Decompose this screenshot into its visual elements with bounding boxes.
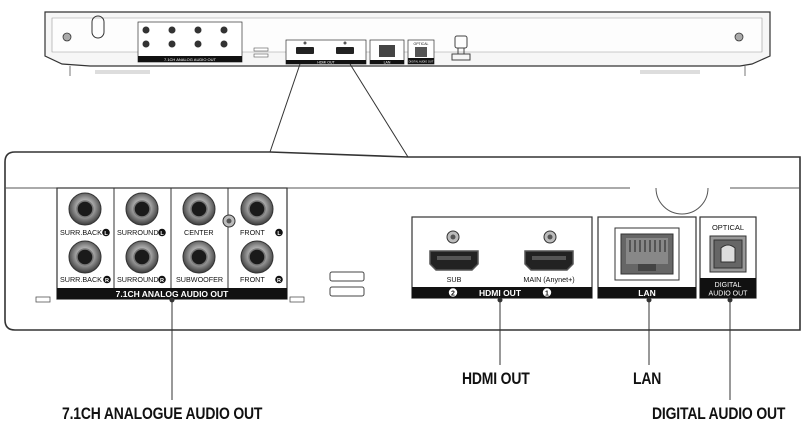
channel-mark-surround-r: R — [160, 278, 164, 284]
hdmi-main-label: MAIN (Anynet+) — [523, 275, 574, 284]
optical-port — [709, 235, 747, 273]
channel-mark-icon: L — [275, 228, 283, 237]
hdmi-port-sub — [429, 250, 479, 271]
hdmi-number-one: 1 — [545, 291, 549, 298]
label-front-l: FRONT — [240, 228, 265, 237]
optical-footer-line2: AUDIO OUT — [709, 291, 749, 298]
device-overview: 7.1CH ANALOG AUDIO OUT HDMI OUT LAN OPTI… — [44, 11, 771, 158]
label-front-r: FRONT — [240, 275, 265, 284]
device-lan-caption: LAN — [384, 61, 391, 65]
label-surr-back-r: SURR.BACK — [60, 275, 102, 284]
hdmi-sub-label: SUB — [447, 275, 462, 284]
channel-mark-icon: L — [102, 228, 110, 237]
label-center: CENTER — [184, 228, 214, 237]
channel-mark-surr-back-r: R — [105, 278, 109, 284]
hdmi-out-section: HDMI OUT 2 1 SUB MAIN (Anynet+) — [411, 216, 593, 299]
power-plug-icon — [451, 35, 471, 61]
device-hdmi-caption: HDMI OUT — [317, 61, 335, 65]
channel-mark-icon: L — [158, 228, 166, 237]
screw-icon — [446, 230, 460, 244]
rca-jack-subwoofer — [182, 240, 216, 274]
callout-lines — [169, 297, 733, 400]
lan-footer-label: LAN — [638, 288, 655, 298]
channel-mark-icon: R — [275, 275, 283, 284]
device-analog-caption: 7.1CH ANALOG AUDIO OUT — [164, 57, 217, 62]
rca-jack-surround-l — [125, 192, 159, 226]
label-surr-back-l: SURR.BACK — [60, 228, 102, 237]
analog-section-title: 7.1CH ANALOG AUDIO OUT — [116, 289, 230, 299]
lan-section: LAN — [597, 216, 697, 299]
rca-jack-front-r — [240, 240, 274, 274]
label-surround-l: SURROUND — [117, 228, 159, 237]
rca-jack-front-l — [240, 192, 274, 226]
screw-icon — [62, 32, 72, 42]
callout-lan: LAN — [633, 369, 662, 388]
channel-mark-icon: R — [158, 275, 166, 284]
screw-icon — [222, 214, 236, 228]
analog-audio-out-section: 7.1CH ANALOG AUDIO OUT — [56, 187, 288, 300]
hdmi-number-two: 2 — [451, 291, 455, 298]
screw-icon — [734, 32, 744, 42]
callout-digital-audio-out: DIGITAL AUDIO OUT — [652, 404, 786, 423]
hdmi-footer-label: HDMI OUT — [479, 288, 522, 298]
optical-top-label: OPTICAL — [712, 223, 744, 232]
rca-jack-surround-r — [125, 240, 159, 274]
optical-section: OPTICAL DIGITAL AUDIO OUT — [699, 216, 757, 299]
label-surround-r: SURROUND — [117, 275, 159, 284]
rca-jack-surr-back-l — [68, 192, 102, 226]
hdmi-port-main — [524, 250, 574, 271]
ethernet-port — [614, 227, 680, 281]
screw-icon — [543, 230, 557, 244]
label-subwoofer: SUBWOOFER — [176, 275, 223, 284]
optical-footer-line1: DIGITAL — [715, 282, 742, 289]
rca-jack-surr-back-r — [68, 240, 102, 274]
rca-jack-center — [182, 192, 216, 226]
callout-analogue-audio-out: 7.1CH ANALOGUE AUDIO OUT — [62, 404, 263, 423]
callout-hdmi-out: HDMI OUT — [462, 369, 530, 388]
device-optical-caption: OPTICAL — [414, 42, 429, 46]
channel-mark-front-r: R — [277, 278, 281, 284]
channel-mark-icon: R — [103, 275, 111, 284]
channel-mark-surround-l: L — [160, 231, 164, 237]
channel-mark-surr-back-l: L — [104, 231, 108, 237]
device-digital-caption: DIGITAL AUDIO OUT — [409, 60, 434, 64]
kensington-lock-icon — [91, 15, 105, 39]
channel-mark-front-l: L — [277, 231, 281, 237]
